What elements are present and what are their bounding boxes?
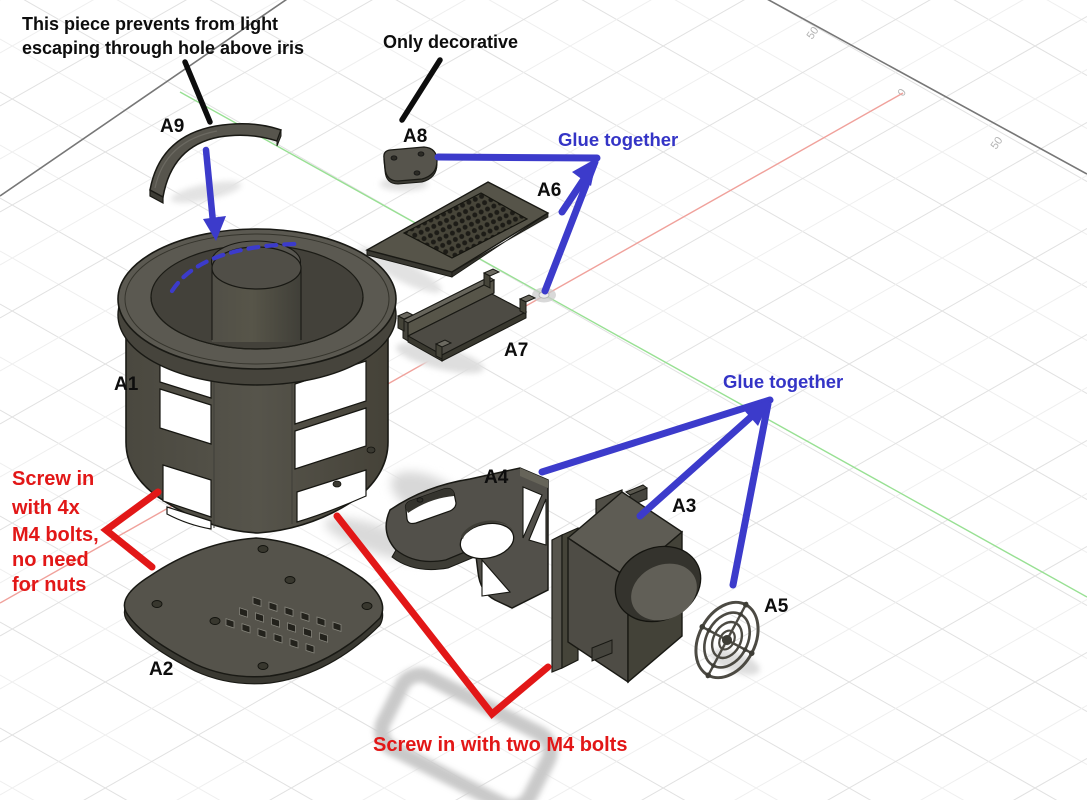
note-glue-bottom: Glue together <box>723 371 843 392</box>
note-decorative: Only decorative <box>383 32 518 52</box>
note-glue-top: Glue together <box>558 129 678 150</box>
label-a3: A3 <box>672 496 696 517</box>
annotation-blue <box>169 146 774 589</box>
label-a6: A6 <box>537 180 561 201</box>
note-screw-bottom: Screw in with two M4 bolts <box>373 734 627 756</box>
note-light-shield-line2: escaping through hole above iris <box>22 38 304 58</box>
label-a9: A9 <box>160 116 184 137</box>
label-a4: A4 <box>484 467 509 488</box>
label-a1: A1 <box>114 374 139 395</box>
annotation-red-leaders <box>100 488 552 720</box>
note-light-shield-line1: This piece prevents from light <box>22 14 278 34</box>
part-a7[interactable] <box>396 268 537 362</box>
svg-text:with 4x: with 4x <box>11 497 80 519</box>
a9-insert-arrow <box>169 146 298 294</box>
part-a4[interactable] <box>385 467 549 609</box>
y-axis-green <box>179 91 1087 598</box>
label-a2: A2 <box>149 659 173 680</box>
annotation-black-leaders <box>182 57 443 125</box>
part-a2[interactable] <box>123 537 384 685</box>
label-a7: A7 <box>504 340 528 361</box>
svg-text:M4 bolts,: M4 bolts, <box>12 524 99 546</box>
vent-slots <box>225 596 342 654</box>
part-a1[interactable] <box>117 228 397 534</box>
part-a9[interactable] <box>149 123 282 205</box>
label-a5: A5 <box>764 596 789 617</box>
part-a6[interactable] <box>365 181 550 278</box>
part-a8[interactable] <box>383 146 438 185</box>
svg-text:for nuts: for nuts <box>12 574 86 596</box>
label-a8: A8 <box>403 126 427 147</box>
svg-text:no need: no need <box>12 549 89 571</box>
part-a5[interactable] <box>680 588 775 693</box>
axis-tick: 50 <box>805 25 822 42</box>
note-screw-left: Screw in with 4x M4 bolts, no need for n… <box>11 468 99 596</box>
part-a3[interactable] <box>551 484 713 684</box>
axis-tick: 50 <box>989 135 1006 152</box>
svg-text:Screw in: Screw in <box>12 468 94 490</box>
